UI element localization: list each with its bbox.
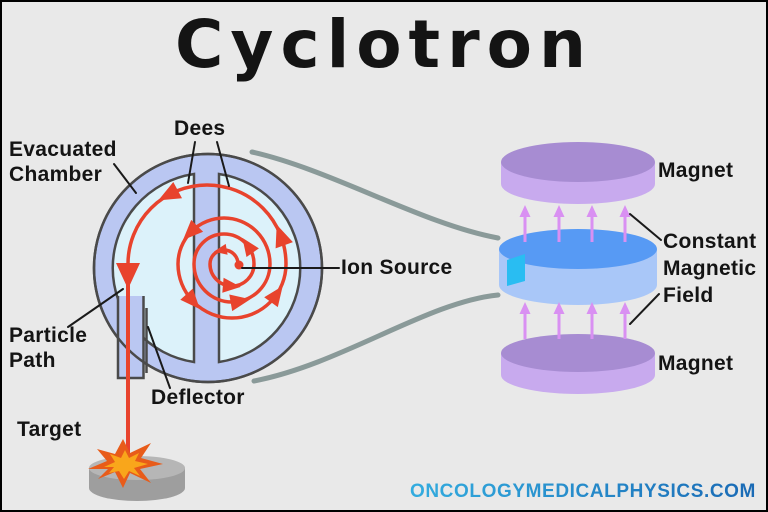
arrowhead: [586, 302, 598, 314]
magnet-top-cylinder: [501, 142, 655, 204]
label-field-line1: Constant: [663, 230, 757, 253]
particle-path-pointer: [67, 288, 124, 328]
arrowhead: [619, 302, 631, 314]
dees-pointer-left: [187, 141, 196, 184]
arrowhead: [275, 224, 293, 249]
window-port: [507, 254, 525, 286]
starburst-inner: [104, 450, 148, 479]
label-evacuated-chamber-line1: Evacuated: [9, 138, 117, 161]
beam-starburst: [88, 439, 163, 488]
arrowhead: [222, 277, 241, 293]
arrowhead: [264, 286, 283, 308]
field-chamber-cylinder: [499, 229, 657, 305]
dees-pointer-right: [216, 141, 230, 187]
arrowhead: [180, 288, 200, 310]
exit-channel: [116, 296, 145, 380]
arrowhead: [183, 219, 204, 240]
label-evacuated-chamber: Evacuated Chamber: [9, 137, 117, 187]
arrowhead: [519, 205, 531, 217]
pointer-lines: [67, 141, 662, 389]
arrowhead: [519, 302, 531, 314]
connector-bottom-curve: [251, 292, 501, 384]
label-constant-magnetic-field: Constant Magnetic Field: [663, 228, 756, 309]
field-pointer-top: [629, 213, 662, 241]
arrowhead: [586, 205, 598, 217]
deflector-pointer: [147, 326, 171, 389]
label-field-line3: Field: [663, 284, 714, 307]
arrowhead: [213, 243, 228, 255]
connector-curves: [249, 149, 501, 384]
label-dees: Dees: [174, 117, 226, 140]
label-magnet-top: Magnet: [658, 159, 734, 182]
magnetic-field-arrows: [519, 205, 631, 339]
chamber-side-face: [499, 229, 657, 269]
label-particle-path-line1: Particle: [9, 324, 88, 347]
ion-source-dot: [234, 260, 244, 270]
label-particle-path: Particle Path: [9, 323, 87, 373]
exit-arrowhead: [116, 263, 140, 289]
watermark: ONCOLOGYMEDICALPHYSICS.COM: [409, 481, 756, 502]
arrowhead: [158, 182, 182, 201]
arrowhead: [229, 294, 251, 312]
page-title: Cyclotron: [175, 6, 593, 83]
evacuated-chamber-pointer: [113, 163, 137, 194]
label-field-line2: Magnetic: [663, 257, 757, 280]
label-particle-path-line2: Path: [9, 349, 56, 372]
arrowhead: [242, 237, 259, 257]
label-target: Target: [17, 418, 82, 441]
arrowhead: [553, 302, 565, 314]
particle-spiral-group: [116, 182, 293, 462]
magnet-top-face: [501, 142, 655, 182]
label-evacuated-chamber-line2: Chamber: [9, 163, 103, 186]
label-deflector: Deflector: [151, 386, 245, 409]
arrowhead: [553, 205, 565, 217]
magnet-bottom-cylinder: [501, 334, 655, 394]
spiral-arrowheads: [158, 182, 293, 312]
arrowhead: [619, 205, 631, 217]
label-magnet-bottom: Magnet: [658, 352, 734, 375]
connector-top-curve: [249, 149, 501, 241]
label-ion-source: Ion Source: [341, 256, 453, 279]
magnet-bottom-face: [501, 334, 655, 372]
field-pointer-bottom: [629, 293, 660, 325]
